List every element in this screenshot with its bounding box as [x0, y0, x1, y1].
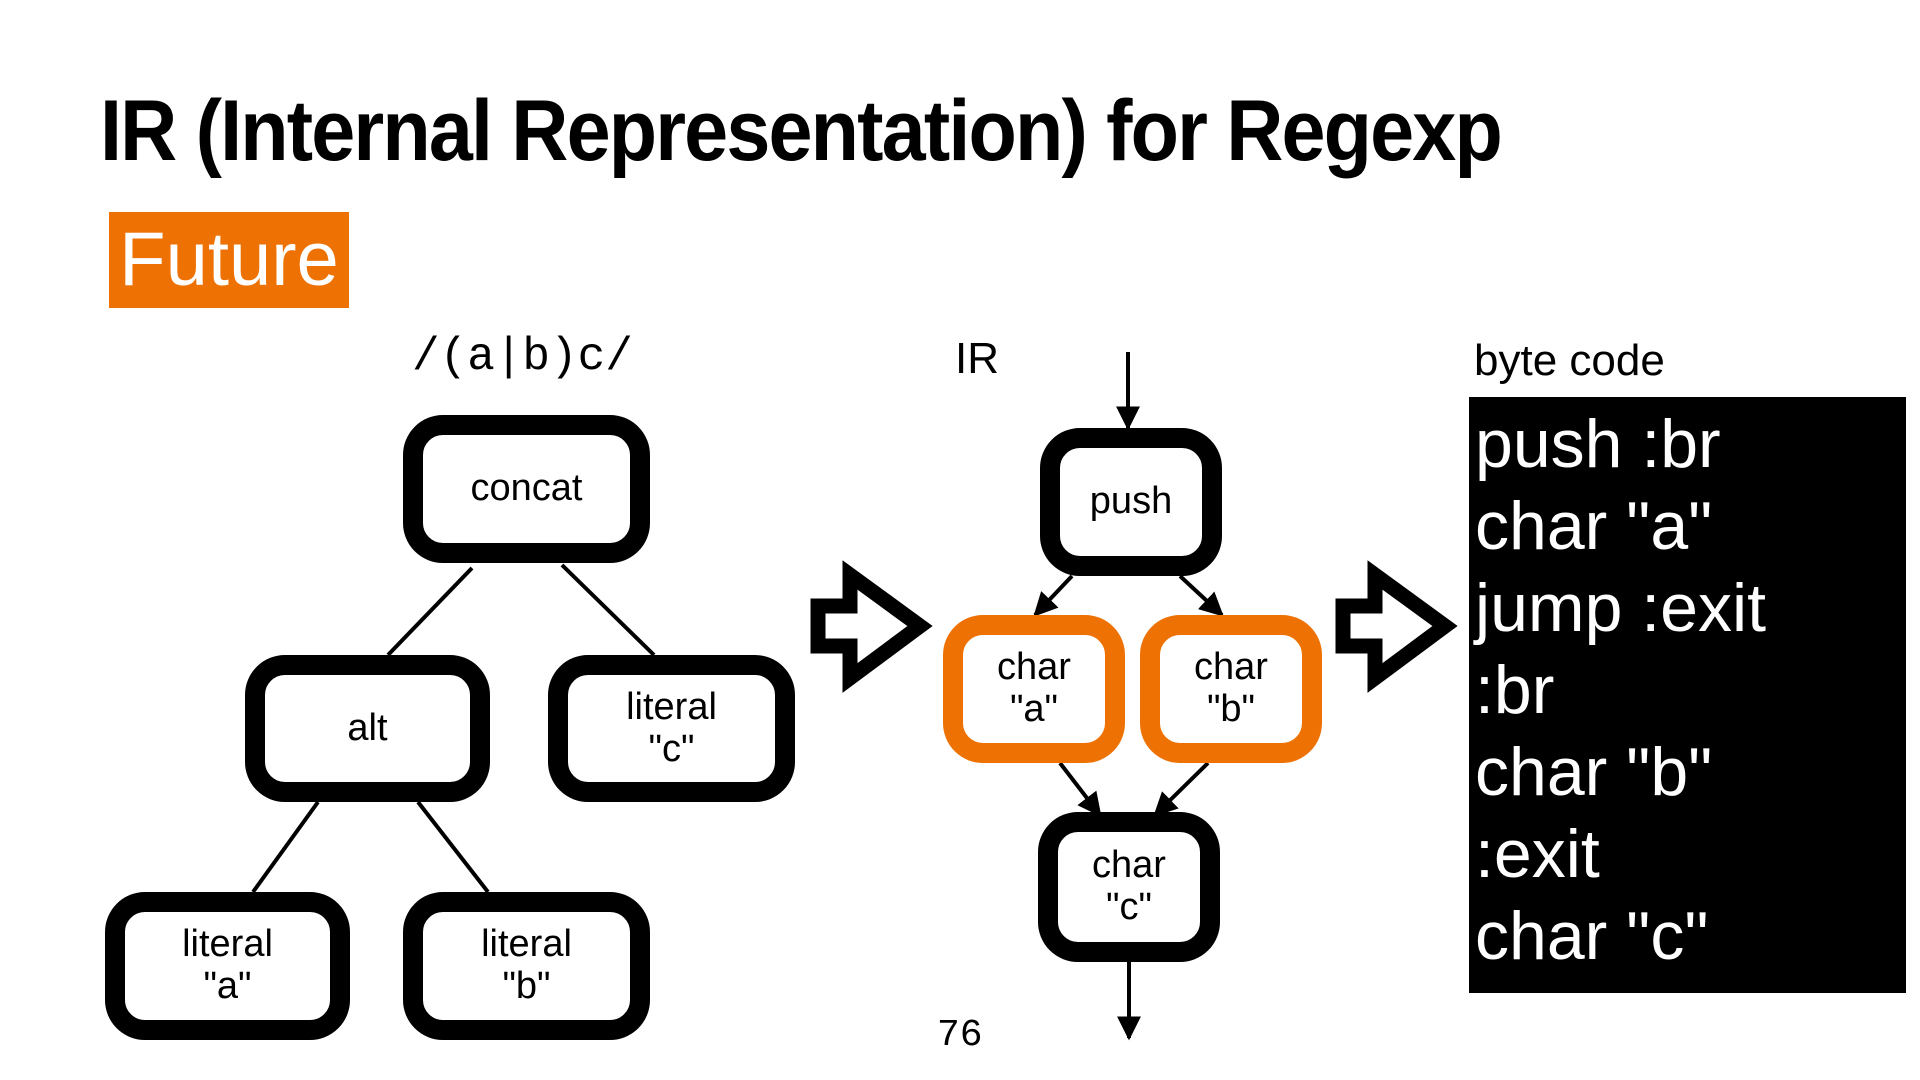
ir-label: IR [955, 334, 999, 383]
node-label: concat [470, 467, 583, 510]
ast-node-alt: alt [245, 655, 490, 802]
ir-node-push: push [1040, 428, 1222, 576]
ast-node-literal-a: literal "a" [105, 892, 350, 1040]
ir-node-char-b: char "b" [1140, 615, 1322, 763]
page-number: 76 [937, 1014, 983, 1057]
node-value: "b" [1206, 688, 1256, 730]
ast-node-concat: concat [403, 415, 650, 563]
node-value: "b" [502, 965, 551, 1007]
bytecode-line: char "c" [1475, 898, 1709, 974]
hollow-arrow-ir-to-bytecode-icon [1335, 560, 1458, 693]
ast-node-literal-b: literal "b" [403, 892, 650, 1040]
bytecode-line: :br [1475, 652, 1555, 728]
node-value: "a" [203, 965, 252, 1007]
edge-alt-literal-b [416, 800, 490, 894]
node-label: literal [481, 923, 572, 966]
node-value: "a" [1009, 688, 1059, 730]
slide-title: IR (Internal Representation) for Regexp [100, 83, 1503, 179]
future-badge: Future [109, 212, 349, 308]
bytecode-listing: push :br char "a" jump :exit :br char "b… [1469, 397, 1906, 993]
bytecode-line: char "a" [1475, 488, 1713, 564]
edge-concat-alt [386, 566, 474, 657]
node-value: "c" [648, 727, 695, 770]
hollow-arrow-ast-to-ir-icon [810, 560, 933, 693]
node-label: literal [626, 685, 717, 728]
node-label: literal [182, 923, 273, 966]
edge-push-char-b [1178, 574, 1224, 617]
ir-node-char-a: char "a" [943, 615, 1125, 763]
edge-char-a-char-c [1058, 761, 1102, 817]
node-label: push [1089, 480, 1173, 523]
bytecode-line: push :br [1475, 406, 1721, 482]
regex-label: /(a|b)c/ [412, 331, 633, 383]
node-value: "c" [1106, 886, 1152, 928]
ast-node-literal-c: literal "c" [548, 655, 795, 802]
bytecode-line: jump :exit [1475, 570, 1766, 646]
edge-concat-literal-c [560, 563, 656, 657]
bytecode-label: byte code [1474, 336, 1665, 385]
edge-push-char-a [1033, 574, 1074, 617]
node-label: alt [347, 706, 388, 749]
bytecode-line: char "b" [1475, 734, 1713, 810]
edge-alt-literal-a [251, 800, 320, 894]
node-label: char [997, 646, 1071, 689]
node-label: char [1194, 646, 1268, 689]
ir-node-char-c: char "c" [1038, 812, 1220, 962]
bytecode-line: :exit [1475, 816, 1600, 892]
edge-char-b-char-c [1153, 761, 1210, 817]
node-label: char [1092, 844, 1166, 887]
